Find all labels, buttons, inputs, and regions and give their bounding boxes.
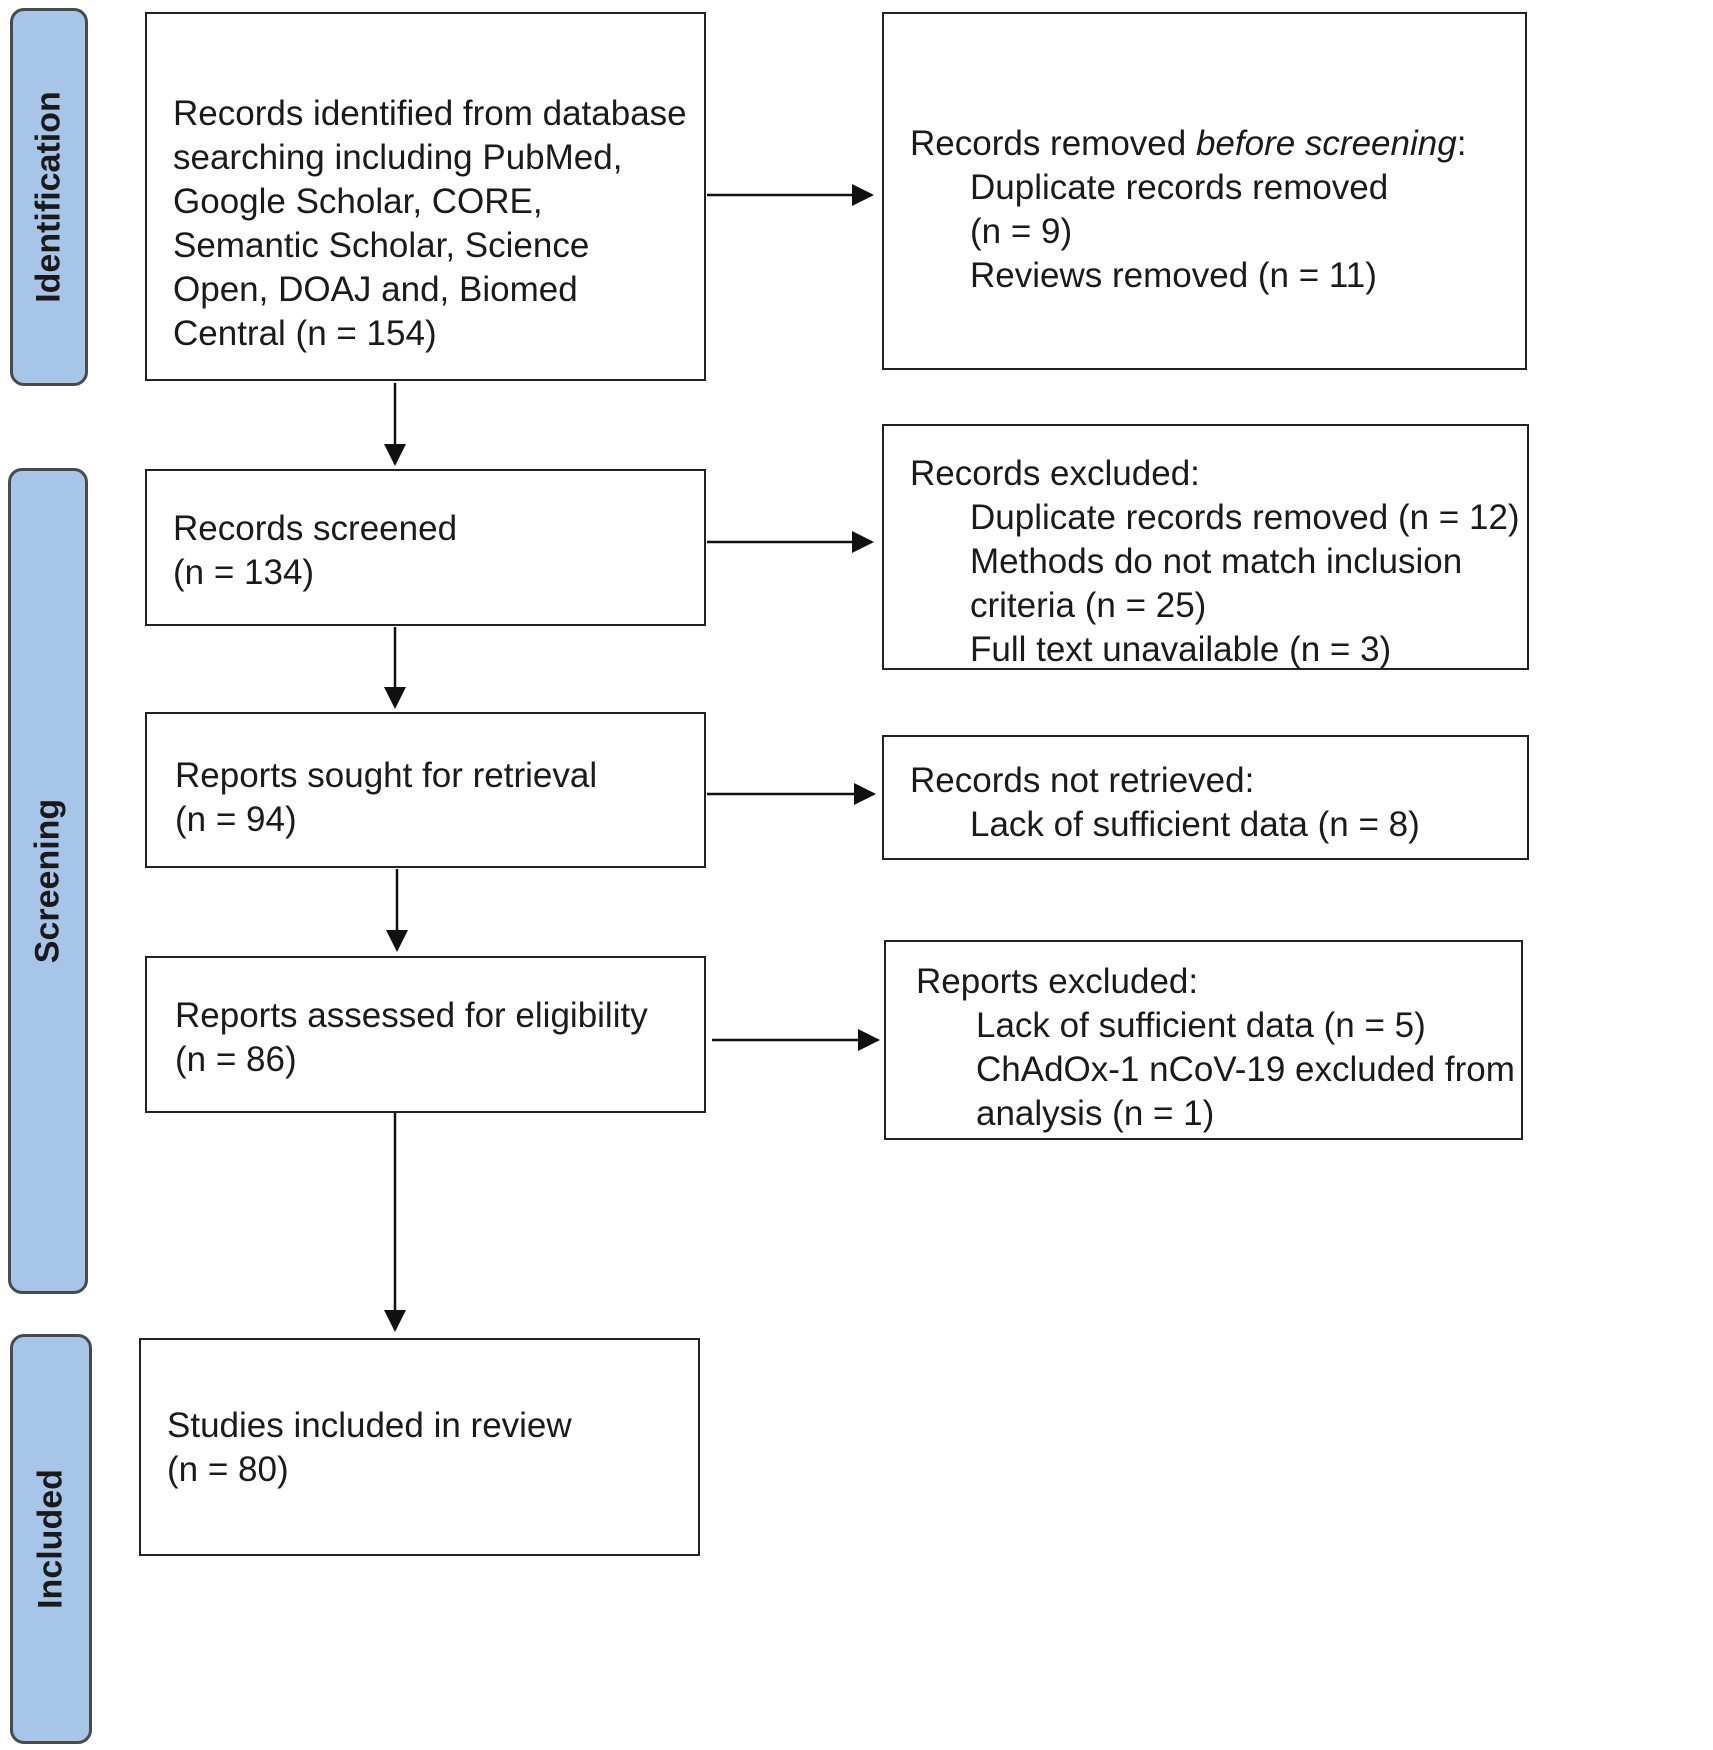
sought-line: (n = 94) — [175, 800, 297, 839]
not-retrieved-heading: Records not retrieved: — [910, 761, 1255, 800]
excluded-item: Methods do not match inclusion — [970, 542, 1463, 581]
sought-line: Reports sought for retrieval — [175, 756, 598, 795]
arrowhead-right — [852, 184, 874, 206]
identified-line: Google Scholar, CORE, — [173, 182, 543, 221]
identified-box: Records identified from database searchi… — [145, 12, 706, 381]
identified-line: Semantic Scholar, Science — [173, 226, 590, 265]
removed-before-box: Records removed before screening: Duplic… — [882, 12, 1527, 370]
reports-excluded-heading: Reports excluded: — [916, 962, 1199, 1001]
excluded-item: Full text unavailable (n = 3) — [970, 630, 1392, 669]
reports-excluded-box: Reports excluded: Lack of sufficient dat… — [884, 940, 1523, 1140]
identified-line: Open, DOAJ and, Biomed — [173, 270, 578, 309]
arrowhead-down — [386, 930, 408, 952]
removed-before-item: Reviews removed (n = 11) — [970, 256, 1377, 295]
sought-box: Reports sought for retrieval (n = 94) — [145, 712, 706, 868]
screened-line: Records screened — [173, 509, 458, 548]
reports-excluded-item: analysis (n = 1) — [976, 1094, 1215, 1133]
excluded-heading: Records excluded: — [910, 454, 1200, 493]
included-box: Studies included in review (n = 80) — [139, 1338, 700, 1556]
excluded-item: Duplicate records removed (n = 12) — [970, 498, 1520, 537]
reports-excluded-item: ChAdOx-1 nCoV-19 excluded from — [976, 1050, 1515, 1089]
excluded-box: Records excluded: Duplicate records remo… — [882, 424, 1529, 670]
not-retrieved-item: Lack of sufficient data (n = 8) — [970, 805, 1420, 844]
identified-line: Central (n = 154) — [173, 314, 437, 353]
included-line: (n = 80) — [167, 1450, 289, 1489]
arrowhead-down — [384, 1310, 406, 1332]
assessed-line: Reports assessed for eligibility — [175, 996, 648, 1035]
excluded-item: criteria (n = 25) — [970, 586, 1207, 625]
screened-line: (n = 134) — [173, 553, 315, 592]
stage-screening: Screening — [8, 468, 88, 1294]
removed-before-item: (n = 9) — [970, 212, 1073, 251]
stage-included: Included — [10, 1334, 92, 1744]
removed-before-heading: Records removed before screening: — [910, 124, 1467, 163]
reports-excluded-item: Lack of sufficient data (n = 5) — [976, 1006, 1426, 1045]
arrowhead-right — [852, 531, 874, 553]
assessed-line: (n = 86) — [175, 1040, 297, 1079]
included-line: Studies included in review — [167, 1406, 572, 1445]
identified-line: Records identified from database — [173, 94, 687, 133]
removed-before-item: Duplicate records removed — [970, 168, 1389, 207]
arrowhead-right — [854, 783, 876, 805]
not-retrieved-box: Records not retrieved: Lack of sufficien… — [882, 735, 1529, 860]
identified-line: searching including PubMed, — [173, 138, 623, 177]
stage-identification: Identification — [10, 8, 88, 386]
assessed-box: Reports assessed for eligibility (n = 86… — [145, 956, 706, 1113]
arrowhead-down — [384, 444, 406, 466]
screened-box: Records screened (n = 134) — [145, 469, 706, 626]
arrowhead-down — [384, 687, 406, 709]
arrowhead-right — [858, 1029, 880, 1051]
